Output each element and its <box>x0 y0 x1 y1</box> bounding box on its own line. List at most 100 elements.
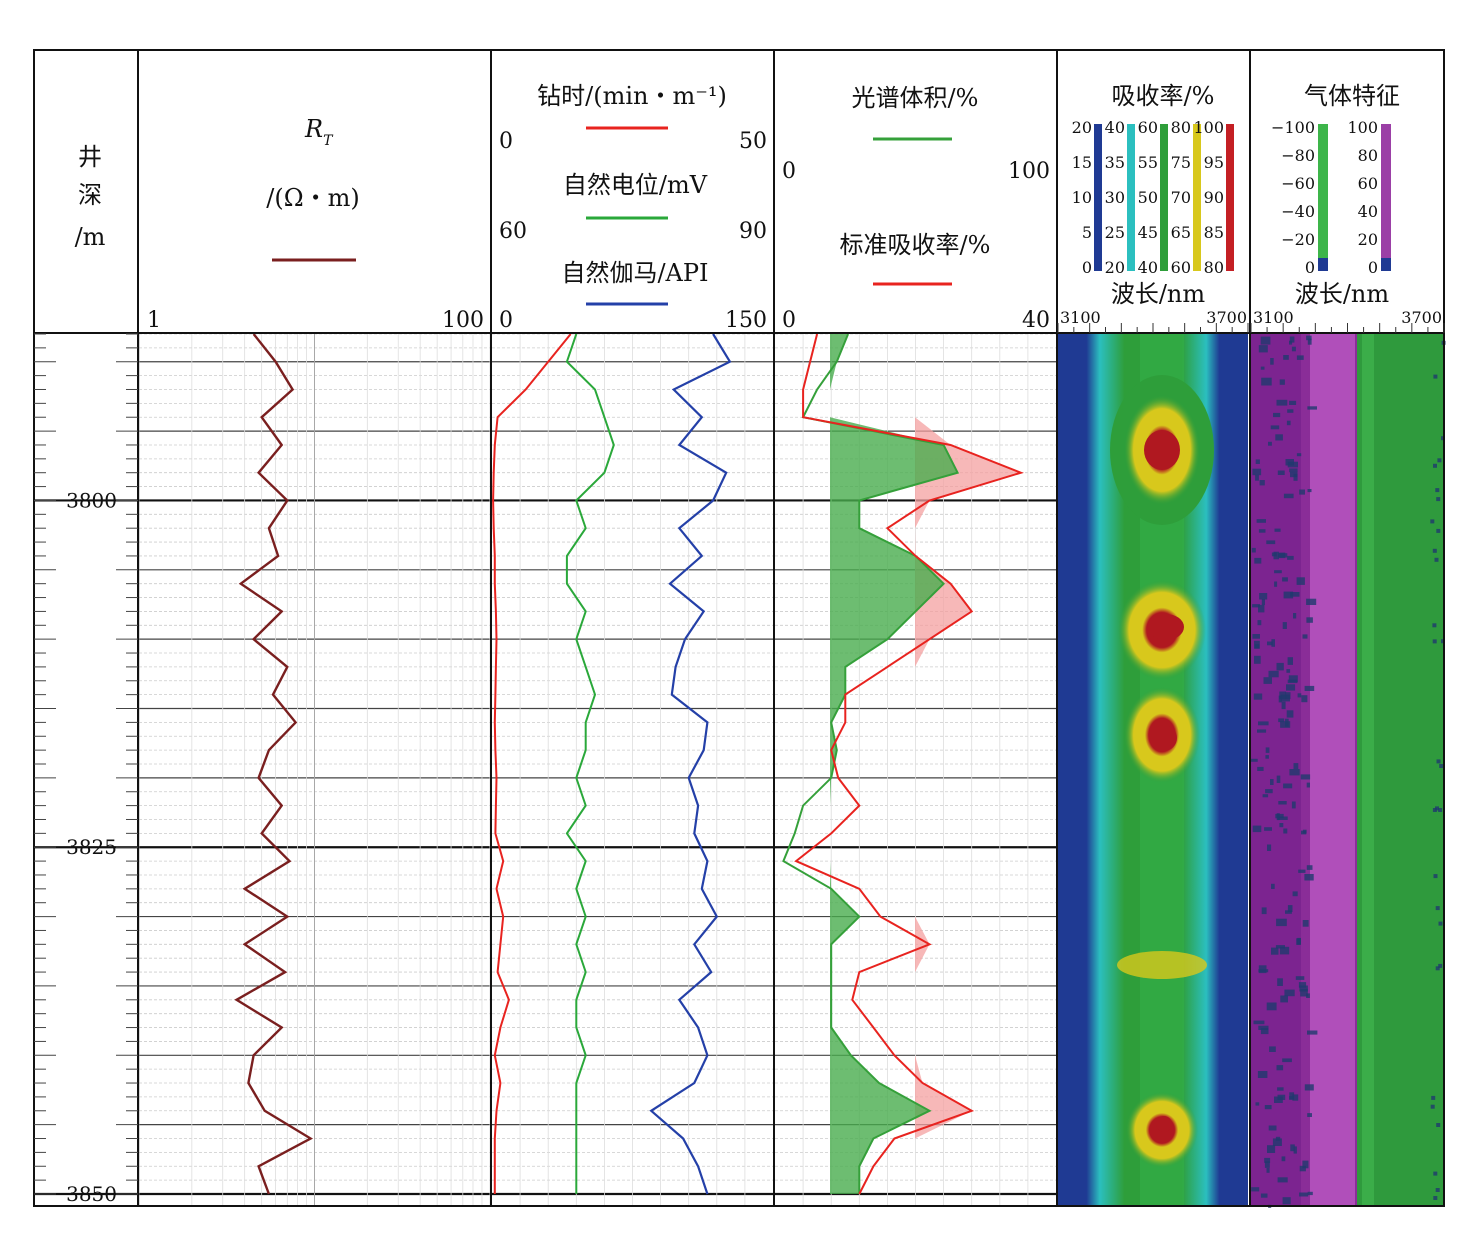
gas-speckle-dot <box>1277 1087 1284 1091</box>
gas-speckle-dot <box>1295 976 1305 980</box>
frame <box>33 49 1445 1207</box>
gas-speckle-dot <box>1287 657 1293 665</box>
gas-speckle-dot <box>1258 965 1267 974</box>
gas-speckle-dot <box>1299 1165 1306 1172</box>
gas-speckle-dot <box>1433 1196 1438 1200</box>
absorption-legend-label: 30 <box>1105 188 1125 207</box>
gas-speckle-dot <box>1296 577 1305 585</box>
gas-speckle-dot <box>1301 695 1308 703</box>
gr-label: 自然伽马/API <box>561 259 708 287</box>
gas-speckle-dot <box>1278 801 1287 805</box>
gas-speckle-dot <box>1279 946 1290 955</box>
gas-speckle-dot <box>1257 766 1264 771</box>
gas-speckle-dot <box>1256 519 1266 523</box>
gas-legend-label: 40 <box>1358 202 1378 221</box>
absorption-legend-label: 65 <box>1171 223 1191 242</box>
spectral-curves <box>782 334 1024 1195</box>
gas-speckle-dot <box>1264 1105 1272 1110</box>
gas-axis-ticks <box>1250 323 1445 333</box>
absorption-legend-label: 80 <box>1171 118 1191 137</box>
gas-speckle-dot <box>1270 425 1280 430</box>
gas-speckle-dot <box>1265 747 1270 753</box>
gas-speckle-dot <box>1435 1188 1440 1192</box>
gas-speckle-dot <box>1258 604 1265 613</box>
absorption-legend-bar <box>1226 124 1234 271</box>
gas-speckle-dot <box>1257 620 1262 626</box>
gas-speckle-dot <box>1286 684 1296 691</box>
gas-speckle-dot <box>1296 453 1302 457</box>
absorption-axis-ticks <box>1057 323 1249 333</box>
gas-speckle-dot <box>1289 400 1297 405</box>
gas-speckle-dot <box>1264 1161 1270 1168</box>
gas-xmin: 3100 <box>1253 308 1294 327</box>
rop-curve <box>492 334 572 1194</box>
absorption-legend-label: 85 <box>1204 223 1224 242</box>
gas-speckle-dot <box>1258 1025 1269 1030</box>
gas-speckle-dot <box>1267 641 1273 646</box>
absorption-xmax: 3700 <box>1206 308 1247 327</box>
gas-speckle-dot <box>1282 577 1288 582</box>
gas-speckle-dot <box>1282 622 1287 629</box>
gas-speckle-dot <box>1271 639 1275 647</box>
gas-speckle-dot <box>1299 1192 1309 1197</box>
gas-speckle-dot <box>1253 693 1263 700</box>
gas-speckle-dot <box>1299 489 1305 495</box>
gas-speckle-dot <box>1299 985 1308 992</box>
gas-speckle-dot <box>1265 755 1269 759</box>
gas-speckle-dot <box>1279 691 1287 700</box>
rt-curves <box>234 334 314 1195</box>
volume-min: 0 <box>782 159 796 184</box>
gas-legend-bar <box>1381 124 1391 258</box>
grid-lines <box>34 333 1056 1206</box>
gas-speckle-dot <box>1258 721 1269 726</box>
gas-speckle-dot <box>1269 1046 1276 1052</box>
gas-legend-label: −60 <box>1281 174 1315 193</box>
gas-speckle-dot <box>1307 489 1312 493</box>
gas-speckle-dot <box>1255 459 1260 464</box>
absorption-legend-label: 15 <box>1072 153 1092 172</box>
absorption-header: 吸收率/% 2015105040353025206055504540807570… <box>1057 82 1249 333</box>
depth-header-3: /m <box>75 223 106 251</box>
gas-speckle-dot <box>1430 1104 1435 1109</box>
gas-speckle-dot <box>1277 1177 1288 1183</box>
gas-speckle-dot <box>1268 670 1279 678</box>
rt-scale-min: 1 <box>147 308 161 333</box>
gas-speckle-dot <box>1251 547 1256 553</box>
gas-speckle-dot <box>1296 355 1304 360</box>
gas-speckle-dot <box>1302 634 1308 639</box>
absorption-title: 吸收率/% <box>1112 82 1215 110</box>
gas-speckle-dot <box>1274 1096 1283 1103</box>
gas-speckle-dot <box>1252 468 1262 476</box>
gas-speckle-dot <box>1279 823 1284 828</box>
absorption-legend-label: 5 <box>1082 223 1092 242</box>
absorption-legend-bar <box>1193 124 1201 271</box>
gas-speckle-dot <box>1280 721 1291 728</box>
gas-speckle-dot <box>1266 1002 1277 1011</box>
gas-speckle-dot <box>1276 399 1288 406</box>
gas-speckle-dot <box>1293 473 1298 481</box>
gas-speckle-dot <box>1257 1071 1268 1078</box>
gas-speckle-dot <box>1271 947 1279 955</box>
depth-header-1: 井 <box>78 143 102 171</box>
absorption-xmin: 3100 <box>1060 308 1101 327</box>
gas-speckle-dot <box>1270 779 1274 785</box>
gas-speckle-dot <box>1268 441 1272 446</box>
absorption-spectrum-image <box>1058 334 1248 1206</box>
gas-speckle-dot <box>1282 1197 1291 1205</box>
gas-title: 气体特征 <box>1304 82 1400 110</box>
gas-legend-label: 0 <box>1305 258 1315 277</box>
gas-speckle-dot <box>1289 1092 1295 1100</box>
gas-speckle-dot <box>1289 340 1293 345</box>
gas-speckle-dot <box>1261 907 1267 915</box>
gas-speckle-dot <box>1261 599 1265 606</box>
gas-speckle-dot <box>1277 816 1288 820</box>
gas-speckle-dot <box>1283 493 1294 499</box>
gas-speckle-dot <box>1264 1157 1271 1163</box>
gas-speckle-dot <box>1287 555 1294 560</box>
gas-speckle-dot <box>1293 763 1299 770</box>
gas-speckle-dot <box>1306 598 1317 605</box>
gas-legend-label: −80 <box>1281 146 1315 165</box>
rt-header: RT /(Ω・m) 1 100 <box>147 115 484 333</box>
absorption-legend-label: 90 <box>1204 188 1224 207</box>
